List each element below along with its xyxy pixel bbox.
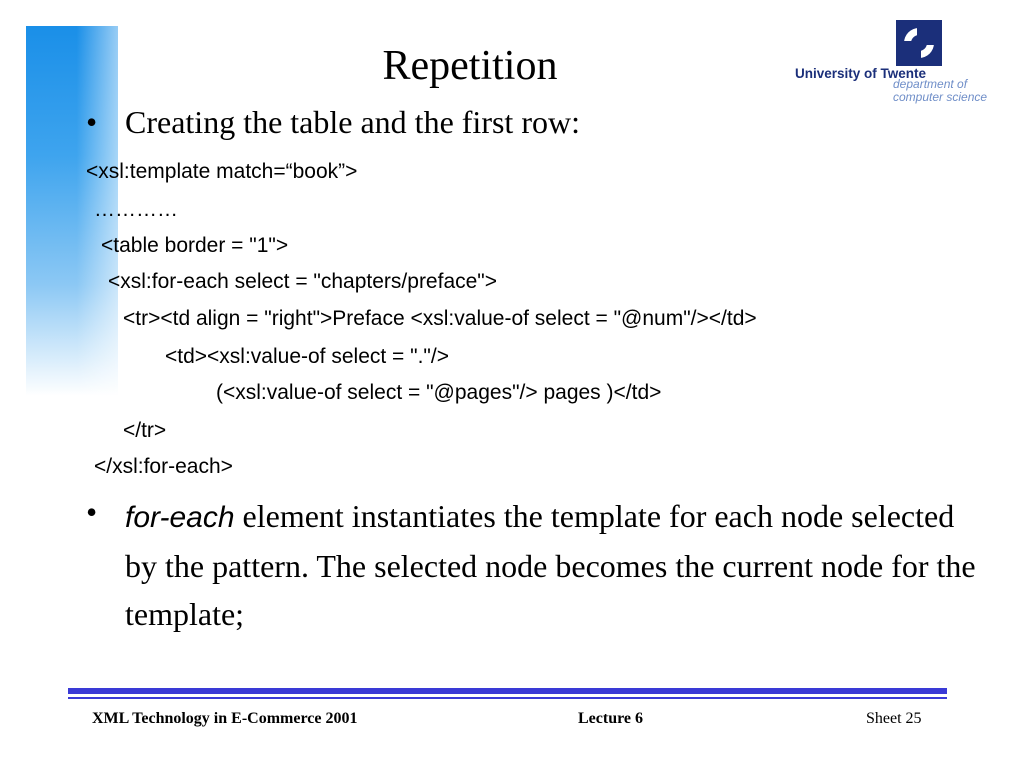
bullet-2-text: for-each element instantiates the templa… [125,492,985,638]
department-line-2: computer science [893,90,988,104]
code-line: </xsl:for-each> [94,455,233,478]
footer-divider [68,688,947,694]
twente-logo-icon [896,20,942,66]
university-name: University of Twente [795,66,927,81]
bullet-2-emphasis: for-each [125,501,235,534]
department-name: department of computer science [893,78,987,104]
university-logo: University of Twente department of compu… [790,20,1020,110]
code-line: <xsl:template match=“book”> [86,160,358,183]
code-line: <td><xsl:value-of select = "."/> [165,345,449,368]
bullet-marker: • [86,104,98,140]
bullet-2-body: element instantiates the template for ea… [125,498,976,632]
department-line-1: department of [893,77,968,91]
footer-course: XML Technology in E-Commerce 2001 [92,710,358,727]
footer-divider-thin [68,697,947,699]
code-line: <table border = "1"> [101,234,289,257]
bullet-marker: • [86,494,98,530]
code-line: <tr><td align = "right">Preface <xsl:val… [123,307,757,330]
footer-lecture: Lecture 6 [578,710,644,727]
footer-sheet-number: Sheet 25 [866,710,922,727]
slide-title: Repetition [382,43,558,89]
decorative-side-bar-fade [26,26,118,396]
bullet-1-text: Creating the table and the first row: [125,104,580,140]
code-line: <xsl:for-each select = "chapters/preface… [108,270,498,293]
code-line: </tr> [123,419,167,442]
code-line: ………… [94,198,178,221]
code-line: (<xsl:value-of select = "@pages"/> pages… [216,381,662,404]
